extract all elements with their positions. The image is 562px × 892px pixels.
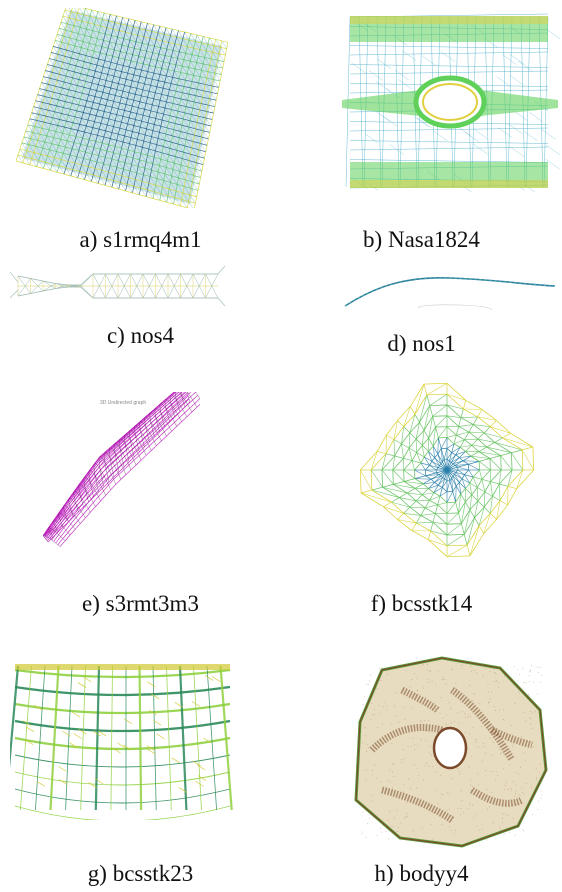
caption-nos4: c) nos4 (0, 322, 281, 350)
graph-image-bcsstk23 (10, 660, 240, 820)
inset-title: 3D Undirected graph (100, 400, 146, 406)
graph-image-s1rmq4m1 (12, 8, 232, 208)
graph-image-s3rmt3m3 (40, 392, 200, 552)
graph-image-bodyy4 (342, 650, 552, 850)
caption-bcsstk23: g) bcsstk23 (0, 860, 281, 888)
caption-bcsstk14: f) bcsstk14 (281, 590, 562, 618)
caption-s3rmt3m3: e) s3rmt3m3 (0, 590, 281, 618)
graph-image-nasa1824 (340, 12, 560, 192)
graph-image-nos4 (10, 262, 225, 310)
caption-bodyy4: h) bodyy4 (281, 860, 562, 888)
caption-nos1: d) nos1 (281, 330, 562, 358)
graph-image-nos1 (340, 262, 560, 312)
caption-s1rmq4m1: a) s1rmq4m1 (0, 226, 281, 254)
graph-image-bcsstk14 (345, 370, 550, 570)
caption-nasa1824: b) Nasa1824 (281, 226, 562, 254)
